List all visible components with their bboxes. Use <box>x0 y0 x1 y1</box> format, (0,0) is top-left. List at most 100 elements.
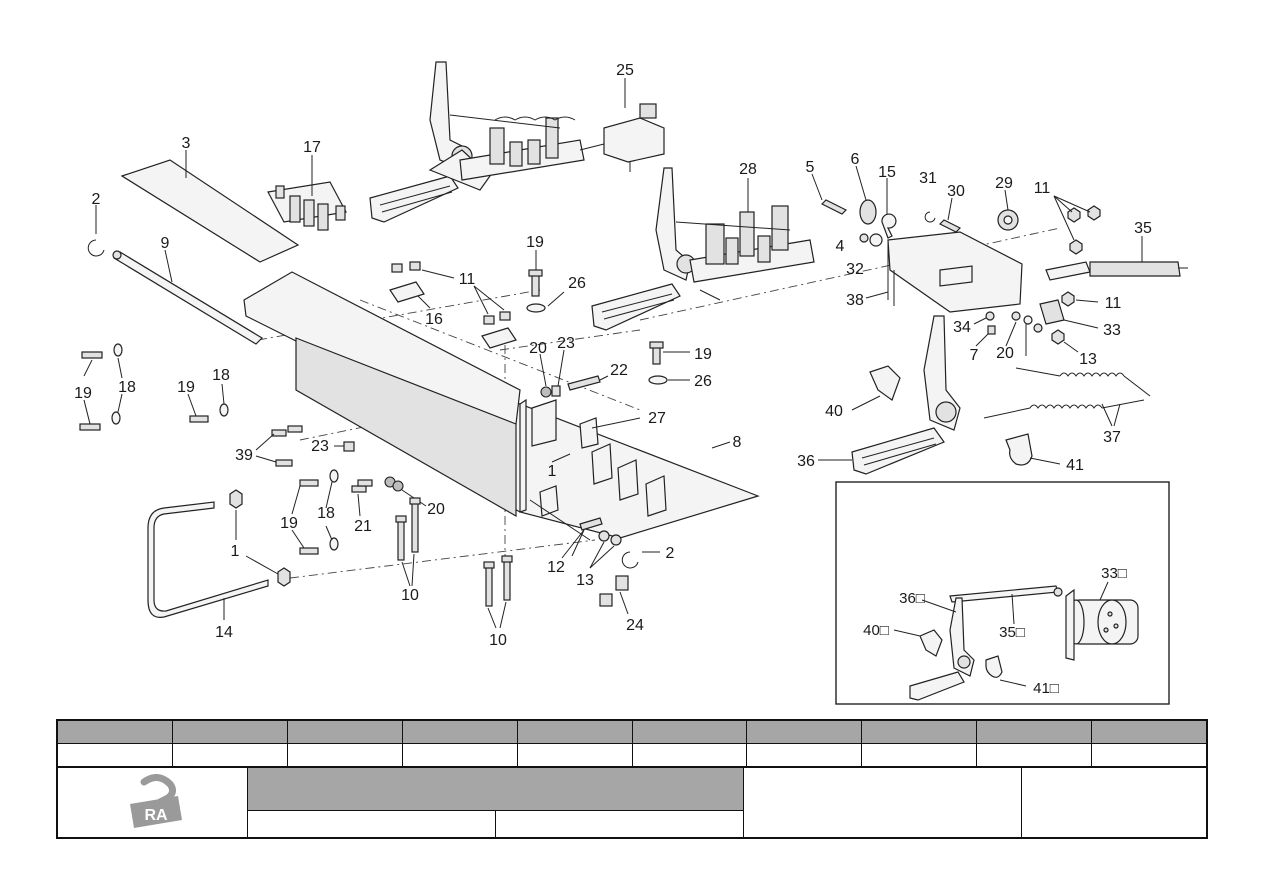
callout-18-left-c: 18 <box>317 505 335 522</box>
callout-34: 34 <box>953 319 971 336</box>
inset-rod-35 <box>949 585 1063 603</box>
header-cell <box>402 721 518 744</box>
part-4-nut <box>859 233 869 243</box>
part-10-long-bolts <box>395 497 513 607</box>
part-13-nut-right <box>1051 329 1065 345</box>
callout-27: 27 <box>648 410 666 427</box>
part-19-bolts-left <box>79 351 319 555</box>
value-cell <box>172 744 288 768</box>
part-12-pin <box>579 517 603 531</box>
callout-12: 12 <box>547 559 565 576</box>
value-cell <box>58 744 173 768</box>
title-block-value-row <box>58 744 1207 768</box>
part-15-eye <box>881 213 897 239</box>
callout-14: 14 <box>215 624 233 641</box>
part-9-rod <box>112 250 263 345</box>
part-37-springs <box>983 367 1151 419</box>
part-2-circlip <box>87 239 105 257</box>
inset-callout-33: 33□ <box>1101 565 1127 582</box>
callout-18-left-a: 18 <box>118 379 136 396</box>
callout-38: 38 <box>846 292 864 309</box>
part-20-washers-right <box>1011 311 1043 356</box>
part-11-nuts-top <box>1067 205 1101 255</box>
part-2-circlip-bottom <box>621 551 639 569</box>
callout-35: 35 <box>1134 220 1152 237</box>
part-21-bolts <box>351 479 373 493</box>
callout-37: 37 <box>1103 429 1121 446</box>
part-26-washer-b <box>648 375 668 385</box>
inset-cylinder-33 <box>1065 588 1139 661</box>
value-cell <box>862 744 978 768</box>
callout-41: 41 <box>1066 457 1084 474</box>
callout-24: 24 <box>626 617 644 634</box>
value-cell <box>977 744 1093 768</box>
part-19-bolt-mid-a <box>528 269 543 297</box>
part-20-nuts-left <box>384 476 404 492</box>
part-33-cylinder <box>1039 299 1065 325</box>
callout-8: 8 <box>733 434 742 451</box>
callout-26-b: 26 <box>694 373 712 390</box>
callout-26-a: 26 <box>568 275 586 292</box>
value-cell <box>632 744 748 768</box>
part-30-pin <box>938 219 962 233</box>
inset-pedal-36 <box>909 597 975 701</box>
part-38-bracket <box>887 231 1023 313</box>
part-24-bushings <box>599 575 629 607</box>
part-1-nuts <box>229 489 291 587</box>
subtitle-cell-b <box>496 811 744 839</box>
part-16-cam-blocks <box>389 281 517 349</box>
callout-39: 39 <box>235 447 253 464</box>
callout-28: 28 <box>739 161 757 178</box>
callout-9: 9 <box>161 235 170 252</box>
callout-2: 2 <box>92 191 101 208</box>
part-8-base-frame <box>243 271 760 541</box>
part-34-washer <box>985 311 995 321</box>
part-32-washer <box>869 233 883 247</box>
part-41-lever <box>1005 433 1033 466</box>
callout-6: 6 <box>851 151 860 168</box>
callout-3: 3 <box>182 135 191 152</box>
part-18-washers-left <box>111 343 339 551</box>
part-13-nuts-bottom <box>598 530 622 546</box>
subtitle-cell-a <box>248 811 496 839</box>
header-cell <box>1092 721 1207 744</box>
callout-19-mid-a: 19 <box>526 234 544 251</box>
part-17-connector-block <box>267 181 347 231</box>
value-cell <box>1092 744 1207 768</box>
logo-cell: RA <box>58 768 248 839</box>
info-cell-a <box>744 768 1022 839</box>
part-23-nut-left <box>343 441 355 452</box>
header-cell <box>172 721 288 744</box>
callout-20-right: 20 <box>996 345 1014 362</box>
callout-31: 31 <box>919 170 937 187</box>
header-cell <box>977 721 1093 744</box>
callout-11-mid: 11 <box>459 271 476 288</box>
callout-13-right: 13 <box>1079 351 1097 368</box>
callout-4: 4 <box>836 238 845 255</box>
value-cell <box>402 744 518 768</box>
header-cell <box>862 721 978 744</box>
part-7-spacer <box>987 325 996 335</box>
callout-30: 30 <box>947 183 965 200</box>
callout-1-left: 1 <box>231 543 240 560</box>
part-31-clip <box>924 211 936 223</box>
callout-17: 17 <box>303 139 321 156</box>
title-block: RA <box>56 719 1208 839</box>
inset-callout-35: 35□ <box>999 624 1025 641</box>
callout-20-mid: 20 <box>529 340 547 357</box>
part-14-u-handle <box>147 501 269 618</box>
part-11-nut-right <box>1061 291 1075 307</box>
callout-36: 36 <box>797 453 815 470</box>
part-3-strip <box>120 159 300 263</box>
callout-33: 33 <box>1103 322 1121 339</box>
info-cell-b <box>1022 768 1208 839</box>
header-cell <box>287 721 403 744</box>
callout-10-a: 10 <box>401 587 419 604</box>
part-39-screws <box>271 425 303 467</box>
part-11-nuts-mid <box>391 261 511 325</box>
company-logo-icon: RA <box>130 774 182 828</box>
part-28-pedal-valve-assembly <box>591 167 815 331</box>
inset-callout-36: 36□ <box>899 590 925 607</box>
part-22-pin <box>567 375 601 391</box>
inset-plate-40 <box>919 629 943 657</box>
